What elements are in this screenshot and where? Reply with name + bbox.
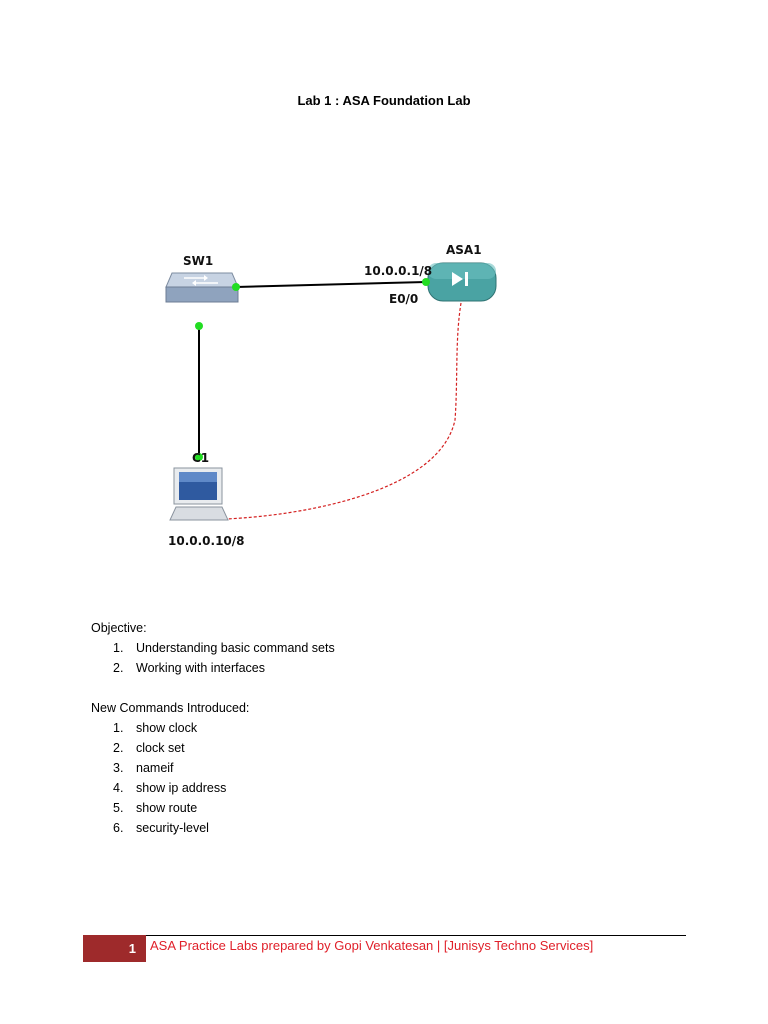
list-item: 3.nameif	[113, 761, 174, 775]
objective-list: 1.Understanding basic command sets 2.Wor…	[91, 638, 335, 678]
sw1-label: SW1	[183, 254, 213, 268]
commands-section: New Commands Introduced: 1.show clock 2.…	[91, 698, 249, 838]
page-title: Lab 1 : ASA Foundation Lab	[297, 93, 471, 108]
list-item: 2.Working with interfaces	[113, 661, 265, 675]
list-item: 4.show ip address	[113, 781, 227, 795]
switch-icon[interactable]	[165, 272, 239, 303]
pc-icon[interactable]	[169, 467, 229, 521]
sw1-asa1-link	[235, 281, 427, 288]
pc-port-indicator	[195, 453, 203, 461]
asa1-port-indicator	[422, 278, 430, 286]
objective-section: Objective: 1.Understanding basic command…	[91, 618, 335, 678]
list-item: 1.Understanding basic command sets	[113, 641, 335, 655]
commands-heading: New Commands Introduced:	[91, 701, 250, 715]
asa-interface-label: E0/0	[389, 292, 418, 306]
asa-ip-label: 10.0.0.1/8	[364, 264, 432, 278]
list-item: 5.show route	[113, 801, 198, 815]
network-topology-diagram: SW1 ASA1 10.0.0.1/8 E0/0 C1 10.0.0.10/8	[165, 243, 497, 548]
asa1-label: ASA1	[446, 243, 482, 257]
sw1-port-indicator	[232, 283, 240, 291]
console-link	[225, 302, 462, 520]
footer-text: ASA Practice Labs prepared by Gopi Venka…	[150, 938, 594, 953]
list-item: 2.clock set	[113, 741, 185, 755]
sw1-down-port-indicator	[195, 322, 203, 330]
list-item: 6.security-level	[113, 821, 209, 835]
page-number: 1	[83, 935, 146, 962]
objective-heading: Objective:	[91, 621, 147, 635]
asa-firewall-icon[interactable]	[427, 262, 497, 302]
commands-list: 1.show clock 2.clock set 3.nameif 4.show…	[91, 718, 249, 838]
pc-ip-label: 10.0.0.10/8	[168, 534, 245, 548]
list-item: 1.show clock	[113, 721, 198, 735]
pc-label: C1	[192, 451, 209, 465]
footer-rule	[83, 935, 686, 936]
